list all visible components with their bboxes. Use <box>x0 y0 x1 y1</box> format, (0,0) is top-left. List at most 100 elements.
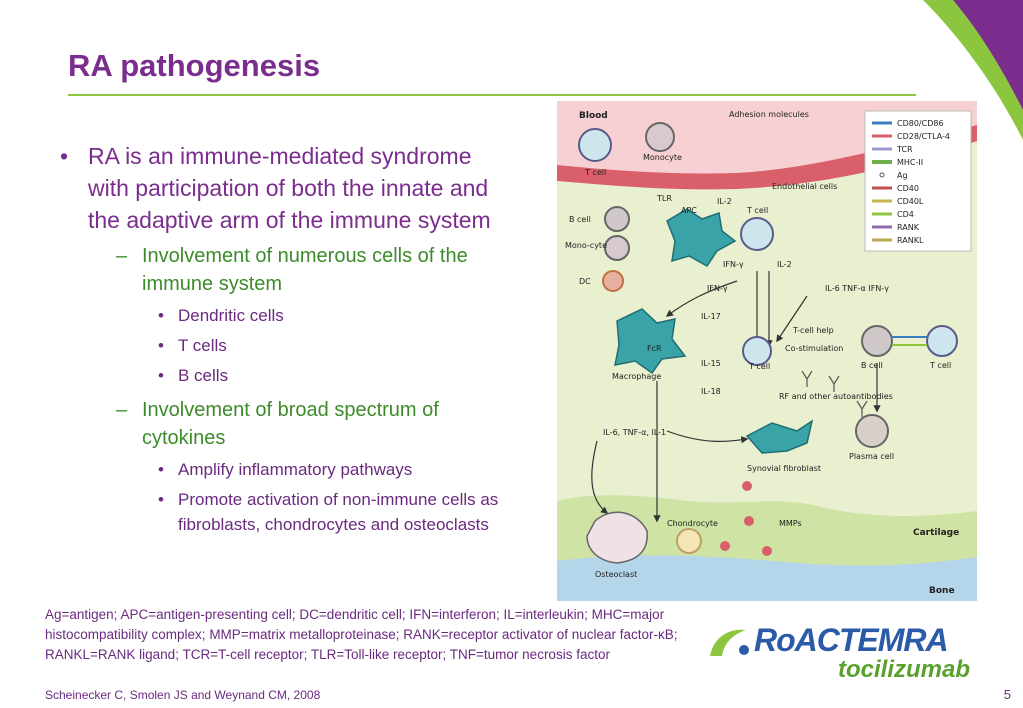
legend-label: CD80/CD86 <box>897 119 944 128</box>
legend-label: RANKL <box>897 236 924 245</box>
antibody-icon <box>856 400 868 417</box>
list-item: • Promote activation of non-immune cells… <box>58 487 506 537</box>
label-tlr: TLR <box>656 194 672 203</box>
label-plasma: Plasma cell <box>849 452 894 461</box>
label-apc: APC <box>681 206 697 215</box>
label-il6-group: IL-6 TNF-α IFN-γ <box>825 284 889 293</box>
label-rf: RF and other autoantibodies <box>779 392 893 401</box>
arrow <box>666 430 749 444</box>
pathogenesis-diagram: CD80/CD86 CD28/CTLA-4 TCR MHC-II Ag CD40… <box>557 101 977 601</box>
b-cell-left-shape <box>604 206 630 232</box>
legend-label: CD40 <box>897 184 919 193</box>
label-il6-tnf-il1: IL-6, TNF-α, IL-1 <box>603 428 666 437</box>
legend-label: CD4 <box>897 210 914 219</box>
endothelium-layer <box>557 125 977 190</box>
label-synovial: Synovial fibroblast <box>747 464 821 473</box>
label-adhesion: Adhesion molecules <box>729 110 809 119</box>
region-label-blood: Blood <box>579 111 608 121</box>
label-t-cell-center: T cell <box>746 206 768 215</box>
mmp-icon <box>762 546 772 556</box>
antibody-icon <box>801 370 813 387</box>
citation: Scheinecker C, Smolen JS and Weynand CM,… <box>45 688 321 702</box>
bullet-dot: • <box>158 460 164 479</box>
chondrocyte-shape <box>676 528 702 554</box>
label-il18: IL-18 <box>701 387 721 396</box>
list-item-text: B cells <box>178 366 229 385</box>
sub-bullet-cytokines: – Involvement of broad spectrum of cytok… <box>58 396 506 452</box>
label-rf-text: RF and other autoantibodies <box>779 392 893 401</box>
mmp-icon <box>744 516 754 526</box>
logo-generic-text: tocilizumab <box>838 656 971 683</box>
bullet-dot: • <box>158 490 164 509</box>
label-adhesion-text: Adhesion molecules <box>729 110 809 119</box>
region-label-cartilage: Cartilage <box>913 528 959 538</box>
macrophage-shape <box>614 308 687 375</box>
page-title: RA pathogenesis <box>68 48 321 83</box>
legend-label: RANK <box>897 223 920 232</box>
mmp-icon <box>720 541 730 551</box>
label-dc: DC <box>579 277 591 286</box>
corner-decoration <box>923 0 1023 140</box>
list-item-text: Promote activation of non-immune cells a… <box>178 490 499 534</box>
title-divider <box>68 94 916 96</box>
apc-shape <box>666 208 737 267</box>
label-ifn-gamma-1: IFN-γ <box>723 260 744 269</box>
label-b-cell-left: B cell <box>569 215 591 224</box>
sub-bullet-cells: – Involvement of numerous cells of the i… <box>58 242 506 298</box>
label-monocyte-left: Mono-cyte <box>565 241 607 250</box>
t-cell-lower-shape <box>742 336 772 366</box>
legend: CD80/CD86 CD28/CTLA-4 TCR MHC-II Ag CD40… <box>872 119 950 245</box>
label-monocyte-blood: Monocyte <box>643 153 682 162</box>
cartilage-region <box>557 495 977 571</box>
b-cell-right-shape <box>861 325 893 357</box>
antibody-icon <box>828 375 840 392</box>
list-item: • B cells <box>58 363 506 388</box>
label-costim: Co-stimulation <box>785 344 843 353</box>
list-item-text: Amplify inflammatory pathways <box>178 460 413 479</box>
dash-mark: – <box>116 245 128 267</box>
list-item-text: T cells <box>178 336 227 355</box>
page-number: 5 <box>1003 687 1011 702</box>
arrow <box>665 280 738 317</box>
label-osteoclast: Osteoclast <box>595 570 637 579</box>
mmp-icon <box>742 481 752 491</box>
t-cell-blood-shape <box>578 128 612 162</box>
osteoclast-shape <box>586 511 648 564</box>
label-il2-right: IL-2 <box>777 260 792 269</box>
bullet-dot: • <box>158 306 164 325</box>
bone-region <box>557 555 977 601</box>
list-item: • T cells <box>58 333 506 358</box>
bullet-dot: • <box>158 336 164 355</box>
monocyte-left-shape <box>604 235 630 261</box>
t-cell-right-shape <box>926 325 958 357</box>
legend-label: CD40L <box>897 197 924 206</box>
logo-brand-text: RoACTEMRA <box>754 622 949 658</box>
label-t-cell-blood: T cell <box>584 168 606 177</box>
label-b-cell-right: B cell <box>861 361 883 370</box>
label-chondrocyte: Chondrocyte <box>667 519 718 528</box>
dc-left-shape <box>602 270 624 292</box>
legend-label: CD28/CTLA-4 <box>897 132 950 141</box>
legend-label: TCR <box>896 145 913 154</box>
label-endothelial: Endothelial cells <box>772 182 837 191</box>
monocyte-blood-shape <box>645 122 675 152</box>
legend-swatch <box>879 172 885 178</box>
bullet-main: • RA is an immune-mediated syndrome with… <box>58 140 506 236</box>
plasma-cell-shape <box>855 414 889 448</box>
label-il2-top: IL-2 <box>717 197 732 206</box>
label-macrophage: Macrophage <box>612 372 661 381</box>
label-t-cell-right: T cell <box>929 361 951 370</box>
arrow <box>776 295 808 343</box>
region-label-bone: Bone <box>929 586 955 596</box>
label-tcell-help: T-cell help <box>792 326 834 335</box>
list-item-text: Dendritic cells <box>178 306 284 325</box>
t-cell-center-shape <box>740 217 774 251</box>
label-mmps: MMPs <box>779 519 802 528</box>
legend-label: Ag <box>897 171 908 180</box>
logo-mark-icon <box>710 629 749 656</box>
bullet-dot: • <box>158 366 164 385</box>
dash-mark: – <box>116 399 128 421</box>
label-ifn-gamma-2: IFN-γ <box>707 284 728 293</box>
label-il15: IL-15 <box>701 359 721 368</box>
label-fcr: FcR <box>647 344 662 353</box>
